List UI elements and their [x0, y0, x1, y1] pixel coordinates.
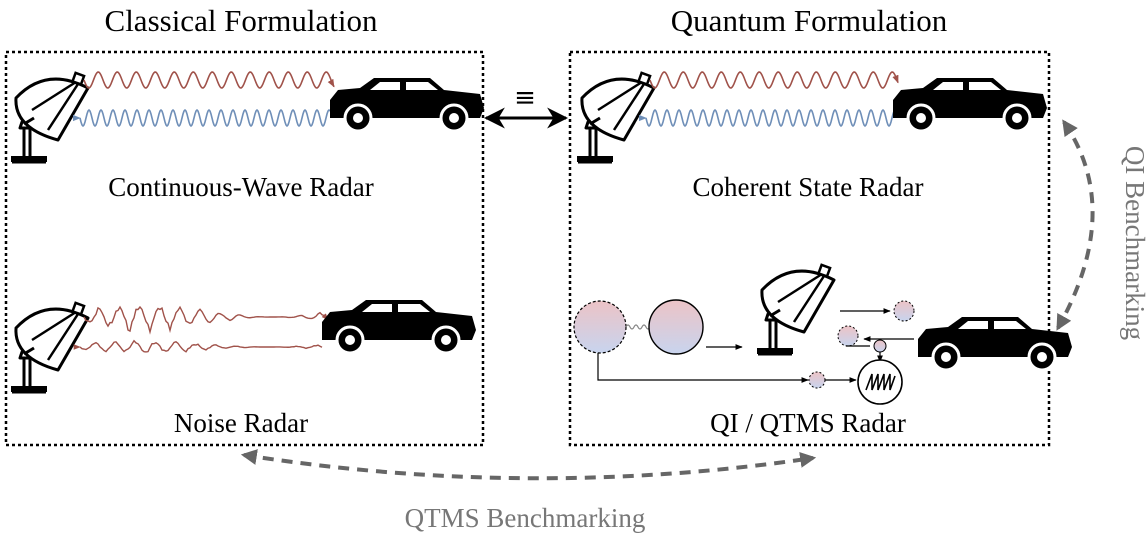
signal-mode-icon — [648, 299, 704, 355]
returned-wave — [78, 108, 331, 128]
transmitted-wave — [649, 71, 899, 89]
qi-benchmarking-label: QI Benchmarking — [1120, 146, 1147, 340]
radar-dish-icon — [9, 71, 90, 164]
received-mode-icon — [873, 339, 887, 353]
noise-radar-caption: Noise Radar — [174, 408, 308, 438]
classical-panel — [4, 50, 485, 447]
curved-double-arrow-icon — [1056, 119, 1095, 331]
quantum-formulation-title: Quantum Formulation — [671, 3, 948, 38]
coherent-state-caption: Coherent State Radar — [693, 172, 924, 202]
continuous-wave-radar: Continuous-Wave Radar — [9, 71, 486, 202]
qi-qtms-caption: QI / QTMS Radar — [710, 408, 906, 438]
coherent-state-radar: Coherent State Radar — [575, 71, 1049, 202]
qi-benchmarking-connector: QI Benchmarking — [1056, 119, 1147, 340]
qtms-benchmarking-label: QTMS Benchmarking — [405, 503, 646, 533]
noise-radar: Noise Radar — [9, 298, 478, 438]
car-target-icon — [320, 298, 478, 355]
car-target-icon — [891, 76, 1049, 133]
probe-mode-icon — [893, 300, 915, 322]
qtms-benchmarking-connector: QTMS Benchmarking — [240, 449, 817, 533]
joint-detector-icon — [857, 359, 903, 405]
entanglement-link-icon — [625, 324, 651, 330]
radar-dish-icon — [9, 301, 90, 394]
transmitted-wave — [83, 71, 335, 89]
curved-double-arrow-icon — [240, 449, 817, 481]
equivalence-connector: ≡ — [483, 83, 569, 129]
radar-dish-icon — [575, 71, 656, 164]
noise-returned-wave — [79, 339, 323, 354]
car-target-icon — [328, 76, 486, 133]
sawtooth-signal-icon — [865, 373, 896, 391]
continuous-wave-caption: Continuous-Wave Radar — [108, 172, 374, 202]
equivalence-symbol: ≡ — [514, 83, 536, 113]
classical-formulation-title: Classical Formulation — [105, 3, 378, 38]
idler-mode-icon — [573, 300, 627, 354]
radar-dish-icon — [755, 263, 836, 356]
stored-idler-mode-icon — [808, 371, 826, 389]
return-mode-icon — [837, 325, 859, 347]
quantum-panel — [568, 50, 1051, 447]
idler-path-arrow — [597, 353, 809, 383]
noise-transmitted-wave — [83, 305, 329, 335]
returned-wave — [644, 108, 895, 128]
qi-qtms-radar: QI / QTMS Radar — [573, 263, 1074, 438]
